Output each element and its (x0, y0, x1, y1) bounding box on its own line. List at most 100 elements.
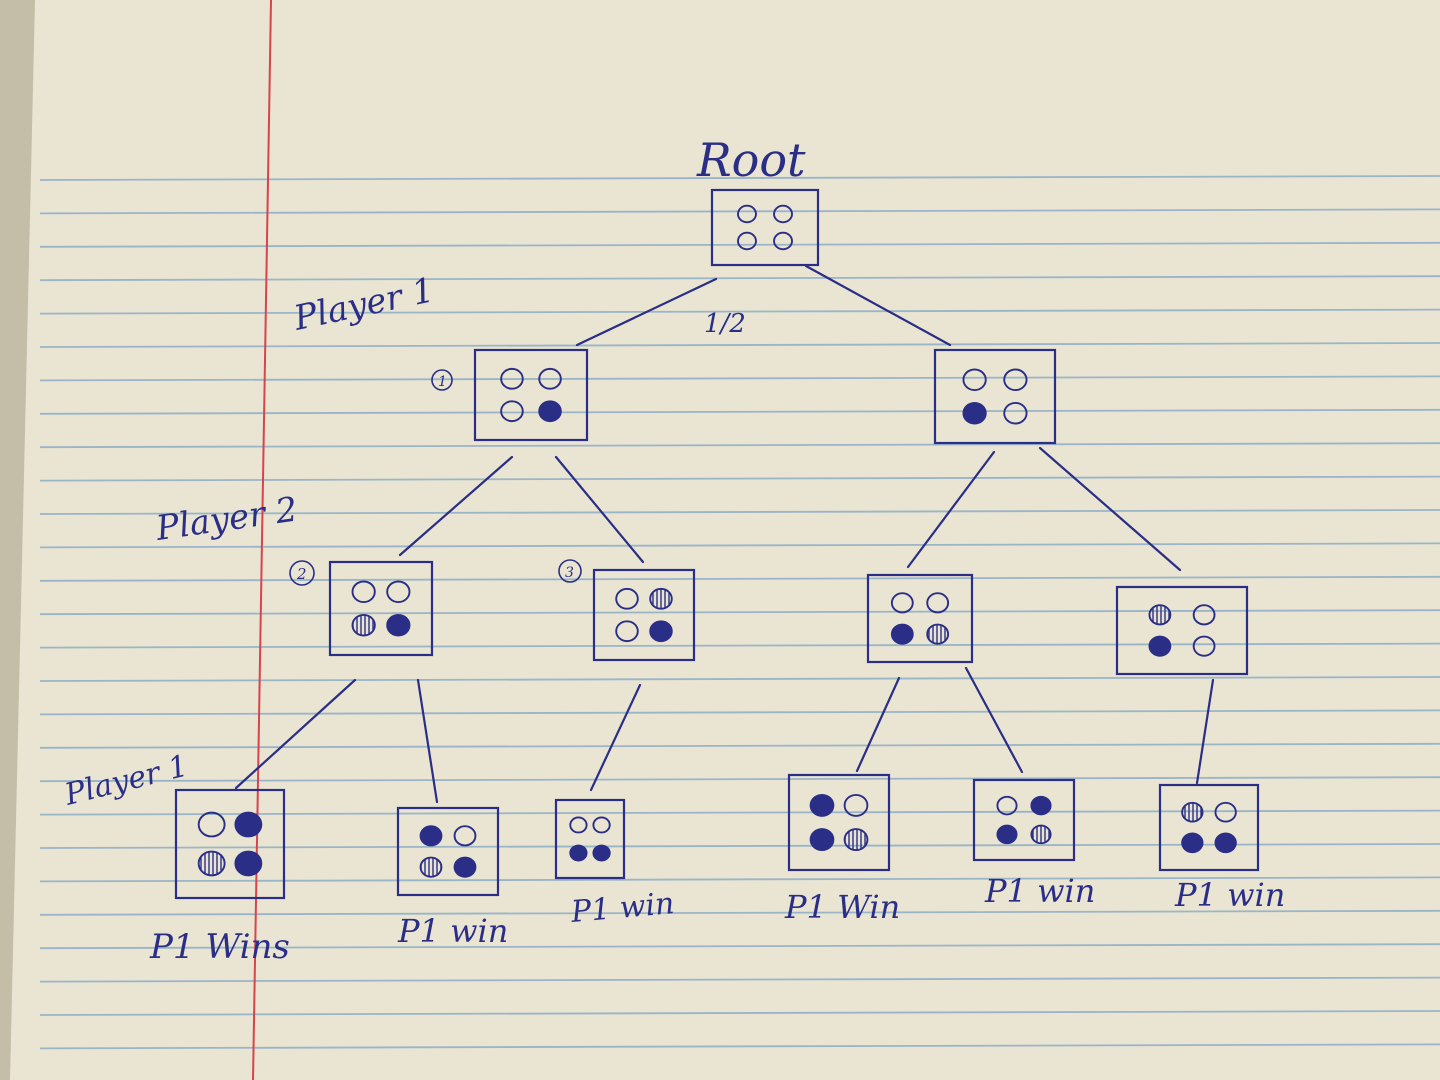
filled-cell (386, 614, 411, 637)
tree-edges (234, 264, 1215, 804)
board-node (554, 798, 626, 880)
ruled-line (39, 442, 1440, 449)
tree-edge (1195, 678, 1215, 785)
outcome-label: P1 win (1174, 876, 1285, 914)
board-node (1115, 585, 1249, 676)
striped-cell (1148, 604, 1172, 626)
empty-cell (615, 620, 639, 643)
ruled-line (39, 175, 1440, 181)
marker-circle (431, 369, 453, 391)
ruled-line (39, 275, 1440, 282)
ruled-line (39, 208, 1440, 215)
ruled-lines (39, 175, 1440, 1050)
ruled-line (39, 375, 1440, 382)
striped-cell (649, 587, 673, 610)
board-node (787, 773, 891, 872)
filled-cell (234, 811, 263, 838)
ruled-line (39, 342, 1440, 348)
tree-edge (964, 666, 1024, 774)
striped-cell (926, 623, 950, 645)
marker-circle (289, 560, 315, 586)
empty-cell (962, 368, 987, 391)
board-frame (787, 773, 891, 872)
board-node (328, 560, 434, 657)
outcome-label: P1 Wins (149, 927, 290, 967)
board-frame (1115, 585, 1249, 676)
empty-cell (890, 592, 914, 614)
empty-cell (773, 231, 793, 251)
filled-cell (569, 844, 588, 862)
board-frame (396, 806, 500, 897)
filled-cell (809, 828, 835, 852)
board-frame (473, 348, 589, 442)
empty-cell (737, 231, 757, 251)
ruled-line (39, 709, 1440, 716)
ruled-line (39, 876, 1440, 883)
tree-edge (575, 277, 718, 347)
tree-nodes (174, 188, 1260, 900)
marker-circle (558, 559, 582, 583)
edge-mark: 1/2 (704, 309, 746, 339)
ruled-line (39, 308, 1440, 315)
marker-1: 1 (431, 369, 453, 391)
board-frame (554, 798, 626, 880)
tree-edge (554, 455, 645, 564)
board-frame (866, 573, 974, 664)
filled-cell (453, 856, 477, 878)
empty-cell (1003, 368, 1028, 391)
empty-cell (197, 811, 226, 838)
ruled-line (39, 909, 1440, 916)
filled-cell (1181, 832, 1204, 854)
filled-cell (1214, 832, 1237, 854)
ruled-line (39, 509, 1440, 515)
empty-cell (453, 825, 477, 847)
board-node (174, 788, 286, 900)
board-frame (972, 778, 1076, 862)
empty-cell (926, 592, 950, 614)
empty-cell (615, 587, 639, 610)
filled-cell (592, 844, 611, 862)
empty-cell (996, 795, 1018, 816)
striped-cell (419, 856, 443, 878)
marker-2: 2 (289, 560, 315, 586)
filled-cell (538, 400, 562, 423)
board-node (396, 806, 500, 897)
empty-cell (1192, 604, 1216, 626)
ruled-line (39, 809, 1440, 816)
ruled-line (39, 943, 1440, 950)
marker-number: 2 (296, 565, 307, 583)
marker-3: 3 (558, 559, 582, 583)
tree-edge (589, 683, 642, 792)
tree-edge (416, 678, 439, 804)
striped-cell (843, 828, 869, 852)
tree-edge (906, 450, 996, 569)
striped-cell (1030, 824, 1052, 845)
filled-cell (809, 793, 835, 817)
empty-cell (843, 793, 869, 817)
board-node (933, 348, 1057, 445)
board-node (972, 778, 1076, 862)
tree-edge (804, 264, 952, 347)
marker-number: 1 (438, 374, 447, 390)
empty-cell (773, 204, 793, 224)
ruled-line (39, 843, 1440, 849)
filled-cell (234, 850, 263, 877)
empty-cell (1214, 801, 1237, 823)
empty-cell (351, 580, 376, 603)
filled-cell (962, 402, 987, 425)
filled-cell (996, 824, 1018, 845)
ruled-line (39, 408, 1440, 415)
filled-cell (1148, 635, 1172, 657)
ruled-line (39, 475, 1440, 482)
striped-cell (351, 614, 376, 637)
board-node (592, 568, 696, 662)
ruled-line (39, 1010, 1440, 1016)
filled-cell (890, 623, 914, 645)
empty-cell (569, 816, 588, 834)
board-node (866, 573, 974, 664)
outcome-label: P1 Win (784, 888, 900, 926)
striped-cell (197, 850, 226, 877)
ruled-line (39, 642, 1440, 649)
